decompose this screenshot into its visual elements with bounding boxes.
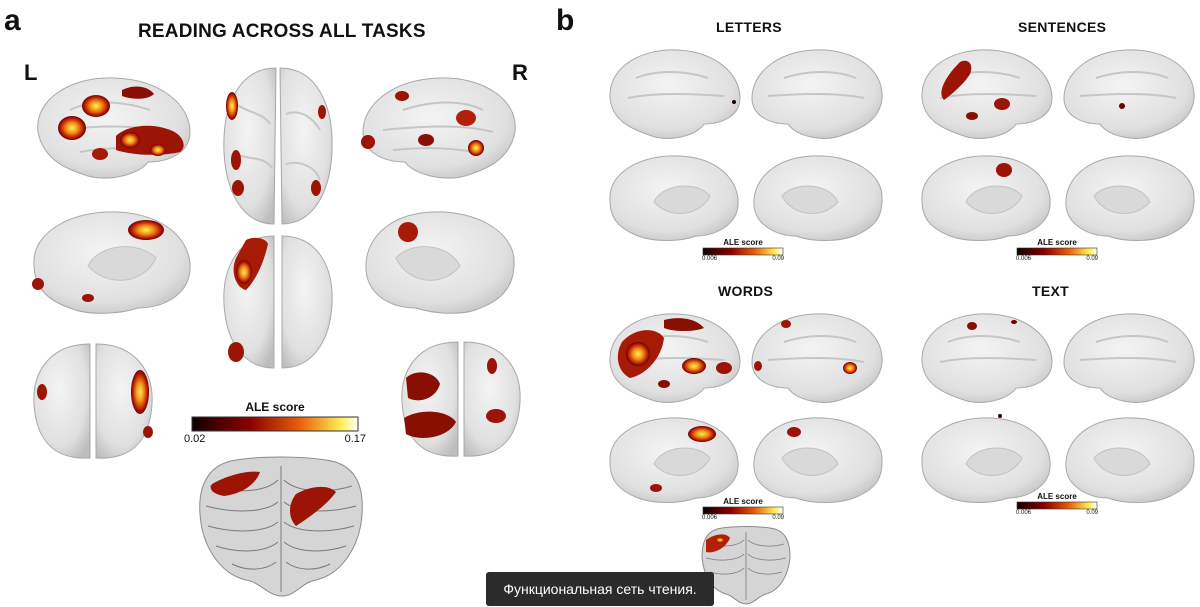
colorbar-words-max: 0.09 bbox=[772, 515, 784, 521]
caption-text: Функциональная сеть чтения. bbox=[503, 581, 697, 597]
colorbar-letters: ALE score 0.006 0.09 bbox=[702, 238, 784, 264]
brain-sentences-right-medial bbox=[1065, 155, 1195, 241]
colorbar-words-min: 0.006 bbox=[702, 515, 718, 521]
brain-a-left-lateral bbox=[37, 77, 191, 179]
colorbar-words: ALE score 0.006 0.09 bbox=[702, 497, 784, 523]
brain-words-left-medial bbox=[609, 417, 739, 503]
brain-a-left-medial bbox=[32, 211, 191, 314]
brain-a-right-lateral bbox=[361, 77, 516, 179]
colorbar-words-gradient bbox=[702, 506, 784, 515]
panel-b-label: b bbox=[556, 4, 575, 37]
image-caption-tooltip: Функциональная сеть чтения. bbox=[486, 572, 714, 606]
colorbar-a: ALE score 0.02 0.17 bbox=[184, 400, 366, 446]
left-hemisphere-label: L bbox=[24, 60, 38, 85]
colorbar-sentences: ALE score 0.006 0.09 bbox=[1016, 238, 1098, 264]
brain-text-right-lateral bbox=[1063, 313, 1195, 403]
colorbar-text-gradient bbox=[1016, 501, 1098, 510]
colorbar-text-max: 0.09 bbox=[1086, 510, 1098, 516]
brain-sentences-right-lateral bbox=[1063, 49, 1195, 139]
brain-a-dorsal bbox=[223, 67, 333, 225]
colorbar-letters-gradient bbox=[702, 247, 784, 256]
condition-title-letters: LETTERS bbox=[716, 19, 782, 35]
colorbar-text-min: 0.006 bbox=[1016, 510, 1032, 516]
right-hemisphere-label: R bbox=[512, 60, 528, 85]
colorbar-sentences-title: ALE score bbox=[1037, 238, 1077, 247]
colorbar-a-gradient bbox=[191, 416, 359, 432]
brain-a-ventral bbox=[223, 235, 333, 369]
brain-letters-right-medial bbox=[753, 155, 883, 241]
colorbar-words-title: ALE score bbox=[723, 497, 763, 506]
brain-words-right-lateral bbox=[751, 313, 883, 403]
brain-a-posterior-right bbox=[401, 341, 521, 457]
colorbar-sentences-max: 0.09 bbox=[1086, 256, 1098, 262]
colorbar-text-title: ALE score bbox=[1037, 492, 1077, 501]
brain-text-left-lateral bbox=[921, 313, 1053, 403]
cerebellum-flatmap-words bbox=[701, 526, 791, 605]
colorbar-letters-title: ALE score bbox=[723, 238, 763, 247]
condition-title-words: WORDS bbox=[718, 283, 774, 299]
colorbar-sentences-gradient bbox=[1016, 247, 1098, 256]
brain-a-right-medial bbox=[365, 211, 515, 314]
colorbar-a-title: ALE score bbox=[245, 400, 305, 414]
brain-words-left-lateral bbox=[609, 313, 741, 403]
brain-a-posterior-left bbox=[33, 343, 153, 459]
colorbar-letters-max: 0.09 bbox=[772, 256, 784, 262]
colorbar-a-min: 0.02 bbox=[184, 433, 206, 445]
colorbar-text: ALE score 0.006 0.09 bbox=[1016, 492, 1098, 518]
brain-words-right-medial bbox=[753, 417, 883, 503]
condition-title-sentences: SENTENCES bbox=[1018, 19, 1107, 35]
brain-text-right-medial bbox=[1065, 417, 1195, 503]
panel-a-title: READING ACROSS ALL TASKS bbox=[138, 21, 426, 42]
condition-title-text: TEXT bbox=[1032, 283, 1069, 299]
colorbar-letters-min: 0.006 bbox=[702, 256, 718, 262]
panel-a-label: a bbox=[4, 4, 21, 37]
brain-letters-left-lateral bbox=[609, 49, 741, 139]
brain-sentences-left-lateral bbox=[921, 49, 1053, 139]
cerebellum-flatmap-a bbox=[199, 456, 363, 597]
brain-letters-left-medial bbox=[609, 155, 739, 241]
brain-text-left-medial bbox=[921, 414, 1051, 503]
brain-letters-right-lateral bbox=[751, 49, 883, 139]
colorbar-a-max: 0.17 bbox=[344, 433, 366, 445]
brain-sentences-left-medial bbox=[921, 155, 1051, 241]
colorbar-sentences-min: 0.006 bbox=[1016, 256, 1032, 262]
